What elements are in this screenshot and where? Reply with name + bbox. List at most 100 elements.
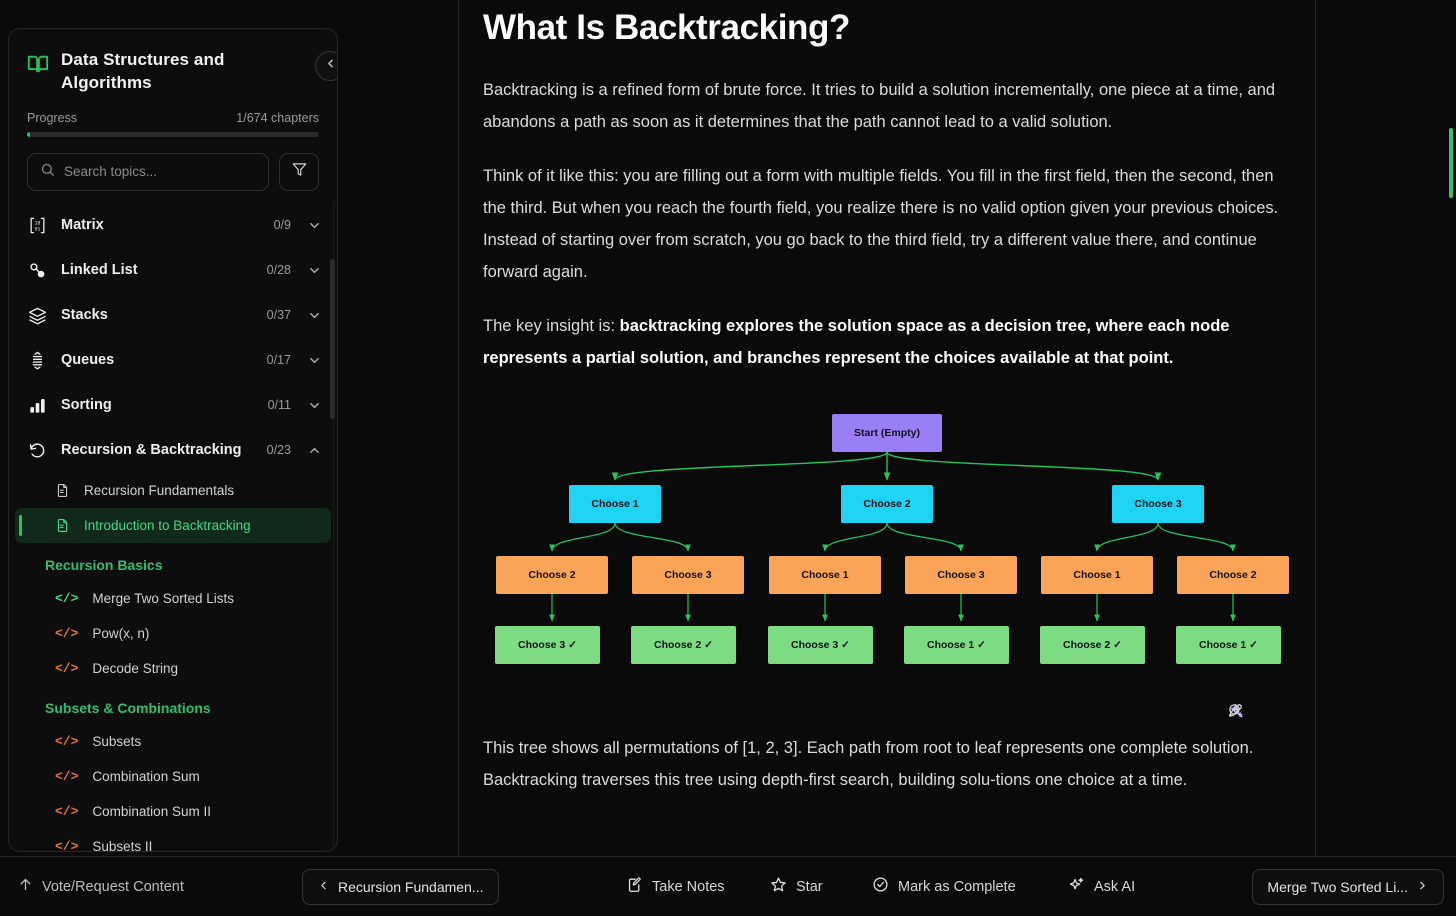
sidebar-group-label: Subsets & Combinations xyxy=(45,699,211,716)
chevron-left-icon xyxy=(317,879,330,895)
progress-bar xyxy=(27,131,319,137)
bar-chart-icon xyxy=(27,396,47,415)
take-notes-button[interactable]: Take Notes xyxy=(626,876,725,897)
sparkle-icon xyxy=(1068,876,1085,897)
ask-ai-button[interactable]: Ask AI xyxy=(1068,876,1135,897)
paragraph-key-insight: The key insight is: backtracking explore… xyxy=(483,310,1291,374)
sidebar-problem-merge-two-sorted-lists[interactable]: </>Merge Two Sorted Lists xyxy=(15,581,331,616)
bottom-toolbar: Vote/Request Content Recursion Fundamen.… xyxy=(0,856,1456,916)
mark-complete-label: Mark as Complete xyxy=(898,878,1016,895)
sidebar-scroll-track xyxy=(332,202,334,851)
chevron-down-icon[interactable] xyxy=(305,353,323,368)
sidebar-problem-subsets[interactable]: </>Subsets xyxy=(15,724,331,759)
sidebar-search-row xyxy=(9,137,337,191)
sidebar-topic-count: 0/23 xyxy=(266,443,291,458)
sidebar-lesson-label: Introduction to Backtracking xyxy=(84,517,251,533)
sidebar-group-label: Recursion Basics xyxy=(45,556,163,573)
sidebar-topic-label: Sorting xyxy=(61,397,112,414)
chevron-right-icon xyxy=(1416,879,1429,895)
vote-request-content-button[interactable]: Vote/Request Content xyxy=(18,877,184,896)
queue-icon xyxy=(27,351,47,370)
note-edit-icon xyxy=(626,876,643,897)
sidebar-collapse-button[interactable] xyxy=(315,51,337,81)
sidebar-course-title: Data Structures and Algorithms xyxy=(61,50,225,92)
vote-label: Vote/Request Content xyxy=(42,878,184,895)
sidebar-problem-label: Subsets xyxy=(92,733,142,749)
sidebar-lesson-introduction-to-backtracking[interactable]: Introduction to Backtracking xyxy=(15,507,331,543)
next-lesson-button[interactable]: Merge Two Sorted Li... xyxy=(1252,868,1444,905)
chevron-up-icon[interactable] xyxy=(305,443,323,458)
code-icon: </> xyxy=(55,838,79,852)
ask-ai-label: Ask AI xyxy=(1094,878,1136,895)
tree-node-root: Start (Empty) xyxy=(832,414,942,452)
search-input[interactable] xyxy=(64,164,256,180)
tree-node-level2-4: Choose 1 xyxy=(1041,556,1153,594)
chevron-down-icon[interactable] xyxy=(305,398,323,413)
take-notes-label: Take Notes xyxy=(652,878,725,895)
chevron-left-icon xyxy=(324,57,337,75)
sidebar-problem-subsets-ii[interactable]: </> Subsets II xyxy=(15,829,331,852)
chevron-down-icon[interactable] xyxy=(305,218,323,233)
sidebar-topic-label: Recursion & Backtracking xyxy=(61,442,242,459)
svg-text:10: 10 xyxy=(34,221,40,227)
code-icon: </> xyxy=(55,625,79,641)
page-scrollbar-thumb[interactable] xyxy=(1449,128,1453,198)
tree-node-level3-0: Choose 3 ✓ xyxy=(495,626,600,664)
paragraph-tree-explanation: This tree shows all permutations of [1, … xyxy=(483,739,1254,789)
key-insight-bold: backtracking explores the solution space… xyxy=(483,317,1230,367)
linked-list-icon xyxy=(27,261,47,280)
progress-row: Progress 1/674 chapters xyxy=(27,111,319,125)
sidebar-problem-label: Combination Sum II xyxy=(92,803,211,819)
sidebar-problem-pow-x-n[interactable]: </>Pow(x, n) xyxy=(15,616,331,651)
star-button[interactable]: Star xyxy=(770,876,823,897)
prev-lesson-button[interactable]: Recursion Fundamen... xyxy=(302,868,499,905)
tree-node-level1-2: Choose 3 xyxy=(1112,485,1204,523)
sidebar-topic-count: 0/17 xyxy=(266,353,291,368)
tree-node-level3-5: Choose 1 ✓ xyxy=(1176,626,1281,664)
recursion-icon xyxy=(27,441,47,460)
prev-lesson-label: Recursion Fundamen... xyxy=(338,878,484,895)
search-box[interactable] xyxy=(27,152,269,191)
chevron-down-icon[interactable] xyxy=(305,308,323,323)
sidebar-problem-label: Combination Sum xyxy=(92,768,200,784)
tree-node-level2-0: Choose 2 xyxy=(496,556,608,594)
sidebar-topic-sorting[interactable]: Sorting 0/11 xyxy=(9,383,337,428)
next-lesson-label: Merge Two Sorted Li... xyxy=(1267,878,1408,895)
filter-icon xyxy=(292,162,307,182)
code-icon: </> xyxy=(55,768,79,784)
chevron-down-icon[interactable] xyxy=(305,263,323,278)
sidebar-topic-label: Linked List xyxy=(61,262,138,279)
page-title: What Is Backtracking? xyxy=(483,8,850,47)
main-content: What Is Backtracking? Backtracking is a … xyxy=(458,0,1316,860)
sidebar-topic-count: 0/11 xyxy=(267,398,291,413)
arrow-up-icon xyxy=(18,877,33,896)
tree-node-level2-5: Choose 2 xyxy=(1177,556,1289,594)
sidebar-scrollbar-thumb[interactable] xyxy=(330,258,335,419)
sidebar-problem-combination-sum[interactable]: </> Combination Sum xyxy=(15,759,331,794)
layers-icon xyxy=(27,306,47,325)
tree-node-level2-3: Choose 3 xyxy=(905,556,1017,594)
sidebar-problem-label: Subsets II xyxy=(92,838,153,852)
mark-complete-button[interactable]: Mark as Complete xyxy=(872,876,1016,897)
filter-button[interactable] xyxy=(279,152,319,191)
progress-bar-fill xyxy=(27,131,30,137)
doc-icon xyxy=(55,518,70,533)
code-icon: </> xyxy=(55,803,79,819)
sidebar-topic-recursion-backtracking[interactable]: Recursion & Backtracking 0/23 xyxy=(9,428,337,473)
code-icon: </> xyxy=(55,590,79,606)
star-label: Star xyxy=(796,878,823,895)
progress-value: 1/674 chapters xyxy=(236,110,319,125)
book-open-icon xyxy=(27,53,49,80)
sidebar-problem-combination-sum-ii[interactable]: </> Combination Sum II xyxy=(15,794,331,829)
sidebar-header: Data Structures and Algorithms Progress … xyxy=(9,29,337,137)
sidebar-lesson-recursion-fundamentals[interactable]: Recursion Fundamentals xyxy=(15,473,331,508)
key-insight-lead: The key insight is: xyxy=(483,317,620,335)
sidebar-topic-count: 0/9 xyxy=(273,218,291,233)
sidebar-problem-decode-string[interactable]: </>Decode String xyxy=(15,651,331,686)
paragraph-analogy: Think of it like this: you are filling o… xyxy=(483,167,1279,281)
